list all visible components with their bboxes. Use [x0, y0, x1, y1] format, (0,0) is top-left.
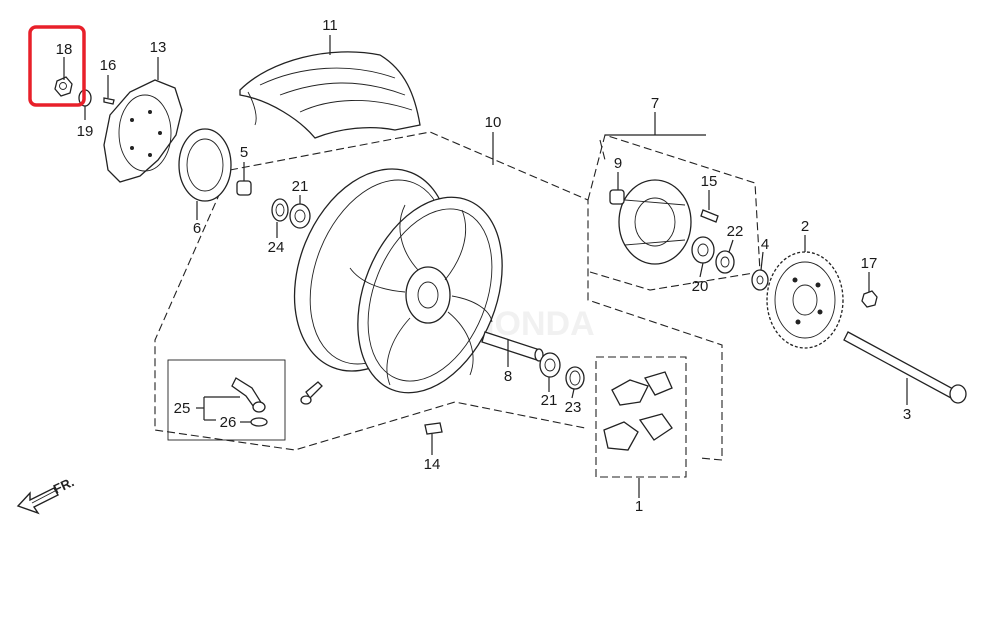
leader-lines	[63, 35, 908, 498]
part-seal-23	[271, 198, 289, 222]
label-part-5: 5	[240, 144, 248, 161]
part-valve-straight	[300, 381, 323, 405]
label-part-16: 16	[100, 57, 117, 74]
part-brake-disc	[103, 79, 183, 183]
part-seal-22	[715, 250, 735, 274]
label-part-23: 24	[268, 239, 285, 256]
arrow-label: FR.	[51, 474, 76, 496]
label-part-24: 23	[565, 399, 582, 416]
label-part-6: 6	[193, 220, 201, 237]
part-sleeve-8	[481, 331, 544, 362]
front-direction-arrow: FR.	[16, 474, 76, 515]
part-nut-18	[54, 76, 73, 97]
label-part-9: 9	[614, 155, 622, 172]
group-outlines	[154, 131, 761, 478]
label-part-21-left: 21	[292, 178, 309, 195]
part-nut-17	[861, 290, 878, 308]
part-flange-7	[618, 179, 692, 265]
part-collar-5	[236, 180, 252, 196]
part-stud-15	[700, 209, 719, 223]
part-bearing-21-right	[539, 352, 561, 378]
label-part-13: 13	[150, 39, 167, 56]
part-washer-26	[250, 417, 268, 427]
part-seal-24	[565, 366, 585, 390]
label-part-17: 17	[861, 255, 878, 272]
part-weight-14	[424, 422, 443, 435]
label-part-14: 14	[424, 456, 441, 473]
label-part-11: 11	[322, 17, 338, 34]
part-collar-9	[609, 189, 625, 205]
label-part-7: 7	[651, 95, 659, 112]
part-dampers-1	[603, 371, 673, 451]
part-wheel	[293, 168, 503, 394]
label-part-18: 18	[56, 41, 73, 58]
part-valve-25	[231, 377, 266, 413]
part-bearing-21-left	[289, 203, 311, 229]
label-part-8: 8	[504, 368, 512, 385]
label-part-25: 25	[174, 400, 191, 417]
part-labels: 11 13 16 18 19 5 6 21 24 10 7 9 15 22 20…	[56, 17, 912, 515]
label-part-21-right: 21	[541, 392, 558, 409]
part-bolt-16	[103, 97, 115, 105]
part-seal-ring	[178, 128, 232, 202]
label-part-4: 4	[761, 236, 769, 253]
part-bearing-20	[691, 236, 715, 264]
label-part-19: 19	[77, 123, 94, 140]
part-axle-3	[843, 331, 967, 404]
label-part-15: 15	[701, 173, 718, 190]
label-part-1: 1	[635, 498, 643, 515]
part-sprocket-2	[766, 251, 844, 349]
highlight-box	[28, 25, 86, 107]
label-part-3: 3	[903, 406, 911, 423]
label-part-10: 10	[485, 114, 502, 131]
part-tire	[239, 51, 421, 139]
label-part-20: 20	[692, 278, 709, 295]
label-part-22: 22	[727, 223, 744, 240]
label-part-26: 26	[220, 414, 237, 431]
label-part-2: 2	[801, 218, 809, 235]
part-washer-4	[751, 269, 769, 291]
